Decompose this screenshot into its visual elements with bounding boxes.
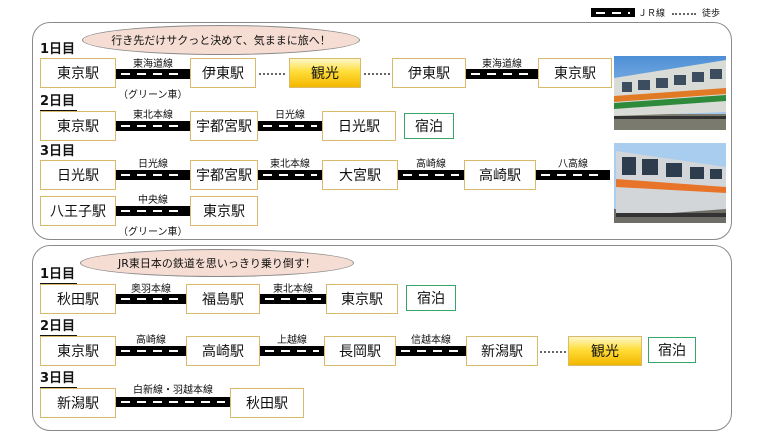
route1-day1-line-1-note: （グリーン車） bbox=[118, 90, 188, 101]
route2-day3-station-1: 新潟駅 bbox=[40, 388, 116, 418]
route1-day2-line-1 bbox=[116, 121, 190, 131]
train-photo-2 bbox=[614, 143, 726, 223]
route1-day3-line-5 bbox=[116, 206, 190, 216]
route1-day1-station-2: 伊東駅 bbox=[190, 58, 256, 88]
route2-day2-station-1: 東京駅 bbox=[40, 336, 116, 366]
route1-day3-line-5-note: （グリーン車） bbox=[118, 227, 188, 238]
route2-day1-line-2-name: 東北本線 bbox=[273, 284, 313, 295]
route1-day3-line-1-name: 日光線 bbox=[138, 159, 168, 170]
route2-day3-line-1-name: 白新線・羽越本線 bbox=[133, 385, 213, 396]
route1-day3-station-2: 宇都宮駅 bbox=[190, 160, 258, 190]
route1-day1-walk-1 bbox=[259, 73, 285, 75]
legend-walk-sample bbox=[672, 13, 696, 15]
route1-day1-walk-2 bbox=[364, 73, 390, 75]
route1-day2-line-1-name: 東北本線 bbox=[133, 110, 173, 121]
route1-day3-station-1: 日光駅 bbox=[40, 160, 116, 190]
route2-day2-label: 2日目 bbox=[40, 319, 78, 337]
route2-day2-line-2 bbox=[260, 346, 324, 356]
route1-day3-line-2-name: 東北本線 bbox=[270, 159, 310, 170]
route2-day2-line-2-name: 上越線 bbox=[277, 335, 307, 346]
route1-day2-station-3: 日光駅 bbox=[322, 111, 396, 141]
route1-day2-stay: 宿泊 bbox=[404, 113, 454, 139]
route1-day1-sightseeing: 観光 bbox=[289, 58, 361, 88]
route2-bubble: JR東日本の鉄道を思いっきり乗り倒す！ bbox=[80, 249, 354, 277]
route2-day2-station-3: 長岡駅 bbox=[324, 336, 396, 366]
route1-day3-station-3: 大宮駅 bbox=[322, 160, 398, 190]
route2-day2-walk bbox=[540, 351, 566, 353]
route1-day2-line-2-name: 日光線 bbox=[275, 110, 305, 121]
route1-day3-line-3 bbox=[398, 170, 464, 180]
route1-day1-line-2 bbox=[466, 69, 538, 79]
route2-day1-stay: 宿泊 bbox=[406, 285, 456, 311]
route2-day1-station-1: 秋田駅 bbox=[40, 284, 116, 314]
route2-day1-line-1 bbox=[116, 294, 186, 304]
legend-rail-sample bbox=[591, 8, 635, 17]
route2-day3-label: 3日目 bbox=[40, 371, 78, 389]
route2-day1-station-2: 福島駅 bbox=[186, 284, 260, 314]
route1-day1-station-1: 東京駅 bbox=[40, 58, 116, 88]
route1-day1-line-1 bbox=[116, 69, 190, 79]
route1-day3-line-1 bbox=[116, 170, 190, 180]
route1-day1-station-3: 伊東駅 bbox=[392, 58, 466, 88]
route2-day2-line-3 bbox=[396, 346, 466, 356]
route2-day2-line-3-name: 信越本線 bbox=[411, 335, 451, 346]
train-photo-1 bbox=[614, 56, 726, 130]
legend-rail-label: ＪＲ線 bbox=[638, 9, 666, 19]
route1-day3-station-6: 東京駅 bbox=[190, 196, 258, 226]
route1-day1-line-2-name: 東海道線 bbox=[482, 59, 522, 70]
route1-day1-station-4: 東京駅 bbox=[538, 58, 612, 88]
route1-day2-line-2 bbox=[258, 121, 322, 131]
route1-day3-line-4 bbox=[536, 170, 610, 180]
route1-day2-station-2: 宇都宮駅 bbox=[190, 111, 258, 141]
route1-bubble: 行き先だけサクっと決めて、気ままに旅へ！ bbox=[82, 25, 360, 55]
route2-day3-station-2: 秋田駅 bbox=[230, 388, 304, 418]
route1-day3-line-4-name: 八高線 bbox=[558, 159, 588, 170]
route2-day1-line-2 bbox=[260, 294, 326, 304]
route1-day1-label: 1日目 bbox=[40, 42, 78, 60]
route1-day2-label: 2日目 bbox=[40, 94, 78, 112]
route1-day3-line-5-name: 中央線 bbox=[138, 195, 168, 206]
route2-day2-station-4: 新潟駅 bbox=[466, 336, 538, 366]
route1-day3-station-4: 高崎駅 bbox=[464, 160, 536, 190]
route2-day2-line-1-name: 高崎線 bbox=[136, 335, 166, 346]
route2-day1-station-3: 東京駅 bbox=[326, 284, 398, 314]
route2-day3-line-1 bbox=[116, 397, 230, 407]
route2-day2-line-1 bbox=[116, 346, 186, 356]
route2-day2-station-2: 高崎駅 bbox=[186, 336, 260, 366]
route1-day2-station-1: 東京駅 bbox=[40, 111, 116, 141]
route2-day1-label: 1日目 bbox=[40, 267, 78, 285]
route1-day3-line-2 bbox=[258, 170, 322, 180]
route2-day2-stay: 宿泊 bbox=[648, 337, 696, 363]
route1-day3-line-3-name: 高崎線 bbox=[416, 159, 446, 170]
route1-day3-label: 3日目 bbox=[40, 144, 78, 162]
legend-walk-label: 徒歩 bbox=[702, 9, 721, 19]
route2-day2-sightseeing: 観光 bbox=[568, 336, 642, 366]
route1-day3-station-5: 八王子駅 bbox=[40, 196, 116, 226]
route2-day1-line-1-name: 奥羽本線 bbox=[131, 284, 171, 295]
route1-day1-line-1-name: 東海道線 bbox=[133, 59, 173, 70]
